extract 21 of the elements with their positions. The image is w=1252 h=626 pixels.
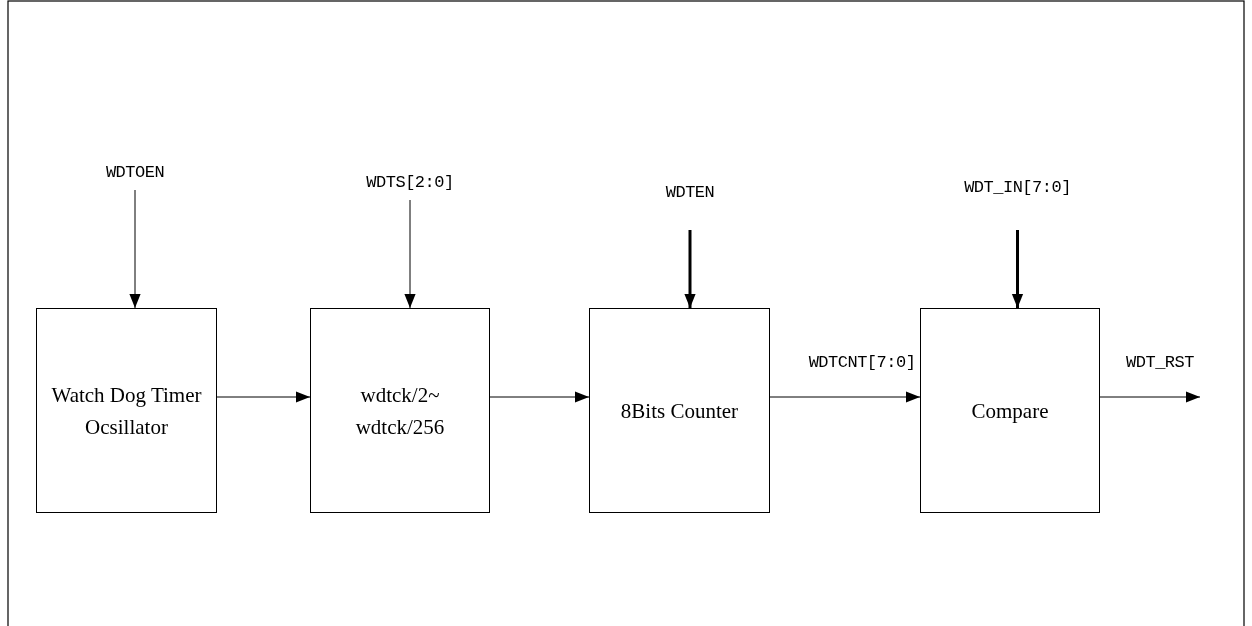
arrow [216,391,311,403]
block-box [589,308,770,513]
signal-name: WDTEN [665,183,715,202]
block-label: Compare [970,397,1050,425]
arrow [1011,230,1024,308]
signal-name: WDTOEN [105,163,165,182]
arrow [684,230,696,308]
arrow [1099,391,1201,403]
block-box [310,308,490,513]
signal-name: WDT_IN[7:0] [964,178,1071,197]
block-box [920,308,1100,513]
arrow [489,391,590,403]
arrow [129,189,141,309]
edge-label: WDT_RST [1125,353,1195,372]
arrow [404,199,416,309]
block-label: 8Bits Counter [619,397,740,425]
signal-name: WDTS[2:0] [366,173,454,192]
block-box [36,308,217,513]
block-label: Watch Dog Timer Ocsillator [50,381,203,441]
arrow [769,391,921,403]
block-label: wdtck/2~ wdtck/256 [354,381,446,441]
